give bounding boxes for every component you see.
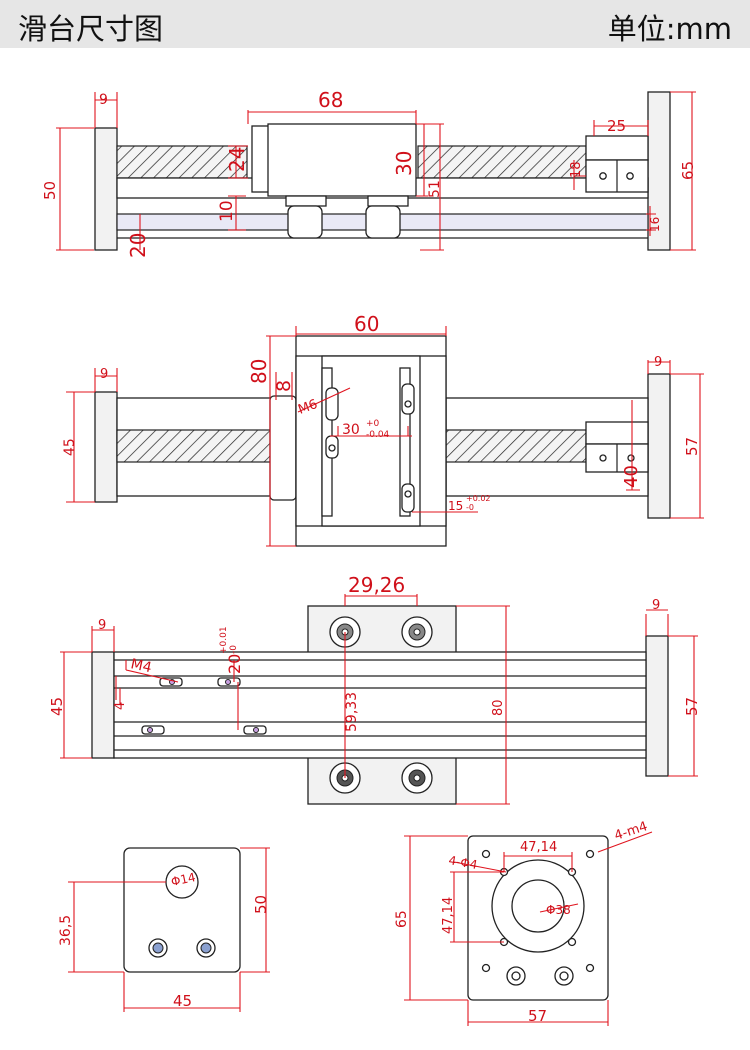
front-dim-20: 20	[225, 654, 244, 674]
motor-dim-4714-top: 47,14	[520, 840, 557, 855]
front-dim-80: 80	[491, 699, 506, 716]
top-dim-30-upper: +0	[366, 419, 380, 429]
front-dim-m4: M4	[129, 656, 153, 676]
top-dim-30: 30	[342, 422, 360, 438]
top-dim-80: 80	[247, 359, 271, 384]
top-dim-9-right: 9	[654, 355, 662, 370]
end-dim-phi14: Φ14	[170, 870, 197, 889]
front-dim-4: 4	[113, 702, 128, 710]
top-dim-8: 8	[273, 380, 295, 392]
front-dim-20-lower: -0	[229, 645, 239, 654]
end-dim-50: 50	[252, 895, 270, 914]
top-dim-57: 57	[683, 437, 701, 456]
top-dim-40: 40	[621, 465, 642, 488]
top-dim-15-lower: -0	[466, 503, 474, 512]
top-view: 9 60 80 8 45 M6 30 +0 -0.04 15 +0.02 -0 …	[62, 312, 704, 547]
end-plate-view: Φ14 36,5 50 45	[58, 847, 270, 1012]
top-dim-15: 15	[448, 499, 463, 513]
side-dim-68: 68	[318, 88, 343, 112]
motor-dim-4phi4: 4-Φ4	[447, 853, 478, 872]
motor-dim-65: 65	[394, 910, 410, 928]
front-dim-9-right: 9	[652, 598, 660, 613]
side-dim-10: 10	[217, 200, 237, 222]
side-dim-18: 18	[569, 161, 584, 178]
top-dim-m6: M6	[296, 397, 319, 418]
side-dim-24: 24	[225, 147, 249, 172]
unit-label: 单位:mm	[607, 12, 732, 46]
end-dim-45: 45	[173, 992, 192, 1010]
front-dim-5933: 59,33	[344, 692, 360, 732]
header-bar: 滑台尺寸图 单位:mm	[0, 0, 750, 48]
side-dim-9: 9	[99, 92, 108, 108]
front-dim-2926: 29,26	[348, 573, 405, 597]
diagram-title: 滑台尺寸图	[18, 12, 164, 46]
side-dim-16: 16	[648, 217, 662, 232]
top-dim-30-lower: -0.04	[366, 430, 390, 440]
front-dim-45: 45	[48, 697, 66, 716]
side-dim-25: 25	[607, 117, 626, 135]
motor-dim-57: 57	[528, 1007, 547, 1025]
motor-dim-phi38: Φ38	[546, 903, 571, 917]
side-dim-30: 30	[392, 151, 416, 176]
side-dim-20: 20	[126, 233, 150, 258]
end-dim-365: 36,5	[58, 915, 74, 946]
front-view: 29,26 9 9 45 M4 4 20 +0.01 -0 59,33 80 5…	[48, 573, 701, 805]
top-dim-45: 45	[62, 438, 78, 456]
front-dim-9-left: 9	[98, 618, 106, 633]
front-dim-20-upper: +0.01	[219, 626, 229, 654]
side-dim-51: 51	[427, 180, 443, 198]
motor-dim-4714-side: 47,14	[441, 897, 456, 934]
top-dim-9-left: 9	[100, 367, 108, 382]
side-dim-50: 50	[41, 181, 59, 200]
motor-plate-view: 47,14 4-m4 4-Φ4 47,14 65 Φ38 57	[394, 819, 653, 1026]
side-view: 9 68 25 50 24 30 51 10 20 18 65 16	[41, 88, 697, 258]
side-dim-65: 65	[679, 161, 697, 180]
front-dim-57: 57	[683, 697, 701, 716]
top-dim-15-upper: +0.02	[466, 494, 491, 503]
top-dim-60: 60	[354, 312, 379, 336]
